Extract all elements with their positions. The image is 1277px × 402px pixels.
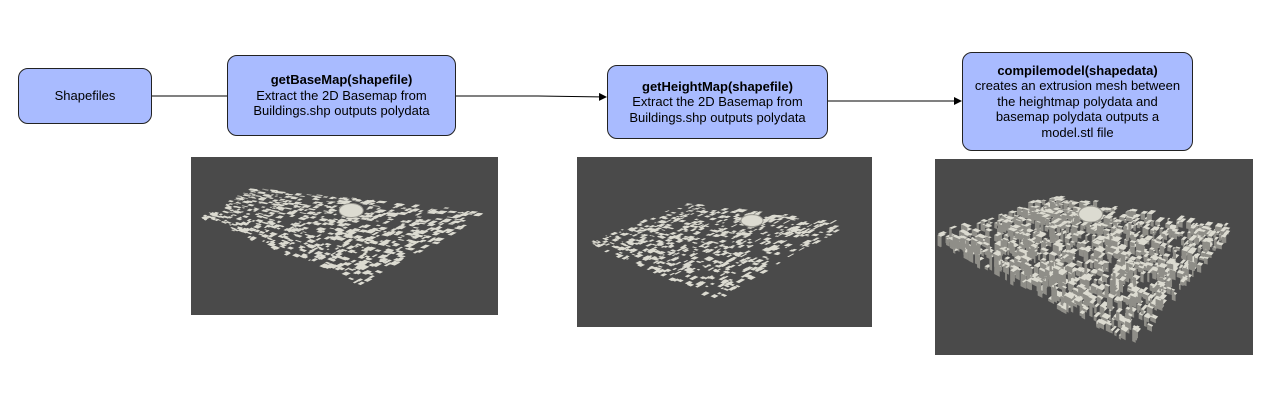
getheightmap-desc-line1: Extract the 2D Basemap from [632,94,803,110]
heightmap-render-image [577,157,872,327]
basemap-render-image [191,157,498,315]
compilemodel-desc-line4: model.stl file [1041,124,1114,140]
compilemodel-title: compilemodel(shapedata) [997,62,1158,78]
getheightmap-node[interactable]: getHeightMap(shapefile) Extract the 2D B… [607,65,828,139]
getbasemap-node[interactable]: getBaseMap(shapefile) Extract the 2D Bas… [227,55,456,136]
getbasemap-desc-line2: Buildings.shp outputs polydata [253,103,430,119]
edge-basemap-to-heightmap [456,92,607,101]
model-render-image [935,159,1253,355]
getheightmap-desc-line2: Buildings.shp outputs polydata [629,109,806,125]
getbasemap-title: getBaseMap(shapefile) [270,72,413,88]
getheightmap-title: getHeightMap(shapefile) [642,78,793,94]
compilemodel-desc-line2: the heightmap polydata and [997,93,1158,109]
compilemodel-desc-line1: creates an extrusion mesh between [974,78,1181,94]
shapefiles-label: Shapefiles [54,88,116,104]
getbasemap-desc-line1: Extract the 2D Basemap from [256,87,427,103]
shapefiles-node[interactable]: Shapefiles [18,68,152,124]
compilemodel-node[interactable]: compilemodel(shapedata) creates an extru… [962,52,1193,151]
compilemodel-desc-line3: basemap polydata outputs a [995,109,1160,125]
